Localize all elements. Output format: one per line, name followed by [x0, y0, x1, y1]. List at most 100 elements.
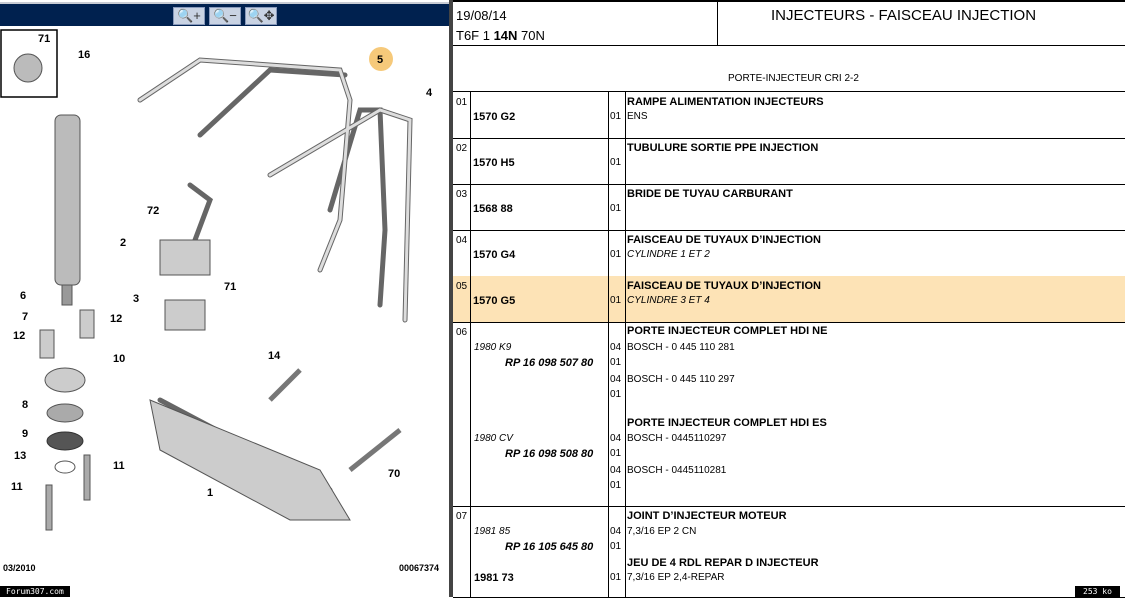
svg-text:12: 12 [110, 313, 122, 325]
part-title: JEU DE 4 RDL REPAR D INJECTEUR [627, 557, 819, 569]
col-divider [608, 230, 609, 276]
col-divider [625, 184, 626, 230]
svg-text:7: 7 [22, 311, 28, 323]
quantity: 04 [610, 374, 622, 385]
part-desc: BOSCH - 0 445 110 281 [627, 342, 735, 353]
part-ref[interactable]: 1570 G2 [473, 111, 516, 123]
col-divider [470, 506, 471, 597]
col-divider [608, 322, 609, 506]
row-number: 04 [456, 235, 468, 246]
part-title: FAISCEAU DE TUYAUX D’INJECTION [627, 234, 821, 246]
part-ref[interactable]: 1981 85 [474, 526, 511, 537]
row-divider [453, 506, 1125, 507]
col-divider [625, 138, 626, 184]
part-title: RAMPE ALIMENTATION INJECTEURS [627, 96, 824, 108]
col-divider [470, 184, 471, 230]
quantity: 01 [610, 111, 622, 122]
col-divider [470, 276, 471, 322]
col-divider [608, 506, 609, 597]
svg-text:10: 10 [113, 353, 125, 365]
col-divider [470, 138, 471, 184]
part-ref[interactable]: 1570 H5 [473, 157, 515, 169]
part-desc: ENS [627, 111, 648, 122]
quantity: 01 [610, 157, 622, 168]
part-desc: 7,3/16 EP 2 CN [627, 526, 697, 537]
svg-text:72: 72 [147, 205, 159, 217]
svg-text:71: 71 [38, 33, 50, 45]
row-number: 01 [456, 97, 468, 108]
part-ref[interactable]: 1568 88 [473, 203, 513, 215]
row-divider [453, 138, 1125, 139]
quantity: 01 [610, 480, 622, 491]
row-divider [453, 322, 1125, 323]
part-ref[interactable]: 1981 73 [474, 572, 514, 584]
quantity: 01 [610, 357, 622, 368]
col-divider [470, 230, 471, 276]
col-divider [608, 138, 609, 184]
quantity: 04 [610, 342, 622, 353]
col-divider [625, 322, 626, 506]
svg-text:8: 8 [22, 399, 28, 411]
zoom-out-icon[interactable]: 🔍− [209, 7, 241, 25]
svg-text:1: 1 [207, 487, 213, 499]
rp-ref[interactable]: RP 16 098 507 80 [505, 357, 594, 369]
rp-ref[interactable]: RP 16 105 645 80 [505, 541, 594, 553]
svg-text:4: 4 [426, 87, 433, 99]
row-divider [453, 230, 1125, 231]
part-desc: 7,3/16 EP 2,4-REPAR [627, 572, 725, 583]
quantity: 01 [610, 203, 622, 214]
site-tag: Forum307.com [0, 586, 70, 597]
svg-text:70: 70 [388, 468, 400, 480]
rp-ref[interactable]: RP 16 098 508 80 [505, 448, 594, 460]
row-number: 07 [456, 511, 468, 522]
quantity: 01 [610, 541, 622, 552]
row-number: 06 [456, 327, 468, 338]
quantity: 01 [610, 389, 622, 400]
svg-text:14: 14 [268, 350, 281, 362]
quantity: 04 [610, 526, 622, 537]
col-divider [608, 184, 609, 230]
quantity: 04 [610, 433, 622, 444]
row-number: 05 [456, 281, 468, 292]
part-title: FAISCEAU DE TUYAUX D’INJECTION [627, 280, 821, 292]
svg-text:2: 2 [120, 237, 126, 249]
svg-text:71: 71 [224, 281, 236, 293]
svg-text:3: 3 [133, 293, 139, 305]
part-ref[interactable]: 1980 CV [474, 433, 513, 444]
part-desc: CYLINDRE 3 ET 4 [627, 295, 710, 306]
col-divider [625, 92, 626, 138]
quantity: 01 [610, 249, 622, 260]
part-desc: BOSCH - 0 445 110 297 [627, 374, 735, 385]
panel-divider [449, 0, 453, 597]
svg-text:11: 11 [11, 481, 23, 493]
part-ref[interactable]: 1980 K9 [474, 342, 512, 353]
quantity: 01 [610, 572, 622, 583]
part-desc: BOSCH - 0445110297 [627, 433, 727, 444]
part-title: BRIDE DE TUYAU CARBURANT [627, 188, 793, 200]
row-number: 02 [456, 143, 468, 154]
svg-text:13: 13 [14, 450, 26, 462]
part-ref[interactable]: 1570 G5 [473, 295, 516, 307]
row-divider [453, 184, 1125, 185]
part-title: PORTE INJECTEUR COMPLET HDI ES [627, 417, 827, 429]
svg-text:9: 9 [22, 428, 28, 440]
subtitle: PORTE-INJECTEUR CRI 2-2 [728, 73, 859, 84]
svg-text:11: 11 [113, 460, 125, 472]
parts-list: 19/08/14 T6F 1 14N 70N INJECTEURS - FAIS… [453, 0, 1125, 598]
part-desc: BOSCH - 0445110281 [627, 465, 727, 476]
diagram-panel: 🔍+ 🔍− 🔍✥ [0, 0, 449, 597]
svg-text:6: 6 [20, 290, 26, 302]
page-title: INJECTEURS - FAISCEAU INJECTION [771, 7, 1037, 24]
zoom-pan-icon[interactable]: 🔍✥ [245, 7, 277, 25]
zoom-in-icon[interactable]: 🔍+ [173, 7, 205, 25]
part-title: JOINT D’INJECTEUR MOTEUR [627, 510, 787, 522]
part-title: PORTE INJECTEUR COMPLET HDI NE [627, 325, 828, 337]
header-date: 19/08/14 [456, 8, 507, 23]
col-divider [470, 92, 471, 138]
part-ref[interactable]: 1570 G4 [473, 249, 516, 261]
zoom-toolbar: 🔍+ 🔍− 🔍✥ [0, 2, 449, 26]
svg-text:12: 12 [13, 330, 25, 342]
svg-text:5: 5 [377, 54, 383, 66]
col-divider [470, 322, 471, 506]
